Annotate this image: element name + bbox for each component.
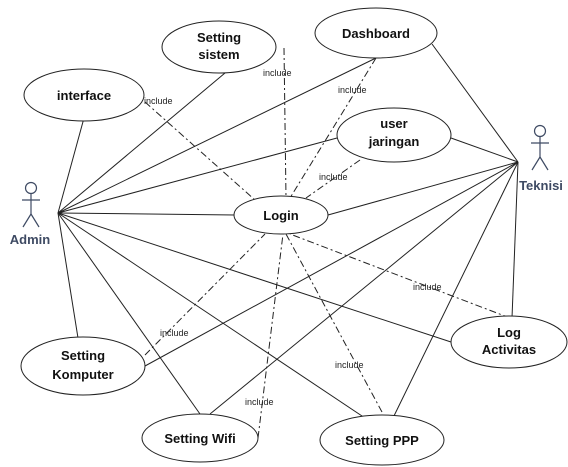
assoc-admin-login bbox=[57, 212, 236, 216]
usecase-log-activitas-label-line2: Activitas bbox=[482, 342, 536, 357]
include-label-setting-sistem: include bbox=[263, 68, 292, 78]
usecase-setting-sistem-label-line1: Setting bbox=[197, 30, 241, 45]
admin-associations bbox=[57, 57, 452, 421]
include-label-setting-komputer: include bbox=[160, 328, 189, 338]
include-setting-sistem-login bbox=[283, 47, 287, 199]
usecase-dashboard-label: Dashboard bbox=[342, 26, 410, 41]
actor-teknisi-label: Teknisi bbox=[519, 178, 563, 193]
usecase-setting-sistem-ellipse[interactable] bbox=[161, 20, 277, 74]
usecase-setting-wifi-label: Setting Wifi bbox=[164, 431, 235, 446]
assoc-admin-setting-wifi bbox=[57, 212, 201, 415]
assoc-admin-setting-sistem bbox=[57, 72, 226, 214]
usecase-login-label: Login bbox=[263, 208, 298, 223]
usecase-user-jaringan-label-line1: user bbox=[380, 116, 407, 131]
usecase-setting-ppp-label: Setting PPP bbox=[345, 433, 419, 448]
usecase-log-activitas-label-line1: Log bbox=[497, 325, 521, 340]
assoc-teknisi-setting-komputer bbox=[144, 161, 519, 367]
actor-admin[interactable] bbox=[22, 181, 40, 228]
usecase-setting-komputer-label-line1: Setting bbox=[61, 348, 105, 363]
include-log-activitas-login bbox=[289, 233, 511, 319]
actor-admin-head-icon bbox=[24, 181, 38, 195]
assoc-admin-dashboard bbox=[57, 57, 377, 214]
actor-admin-leg-left bbox=[22, 213, 32, 228]
actor-admin-label: Admin bbox=[10, 232, 51, 247]
usecase-dashboard-ellipse[interactable] bbox=[314, 7, 438, 59]
usecase-interface-ellipse[interactable] bbox=[23, 68, 145, 122]
usecase-setting-komputer-ellipse[interactable] bbox=[20, 336, 146, 396]
assoc-admin-setting-komputer bbox=[57, 212, 79, 339]
actor-teknisi-head-icon bbox=[533, 124, 547, 138]
usecase-interface-label: interface bbox=[57, 88, 111, 103]
include-label-dashboard: include bbox=[338, 85, 367, 95]
usecase-user-jaringan-ellipse[interactable] bbox=[336, 107, 452, 163]
include-label-setting-ppp: include bbox=[335, 360, 364, 370]
usecase-user-jaringan-label-line2: jaringan bbox=[368, 134, 420, 149]
include-label-log-activitas: include bbox=[413, 282, 442, 292]
assoc-teknisi-dashboard bbox=[431, 43, 519, 163]
include-label-interface: include bbox=[144, 96, 173, 106]
assoc-teknisi-setting-wifi bbox=[209, 161, 519, 415]
include-dependencies bbox=[144, 47, 511, 439]
assoc-teknisi-login bbox=[327, 161, 519, 216]
usecase-setting-wifi-ellipse[interactable] bbox=[141, 413, 259, 463]
usecase-log-activitas-ellipse[interactable] bbox=[450, 315, 568, 369]
assoc-teknisi-setting-ppp bbox=[391, 161, 519, 421]
usecase-setting-sistem-label-line2: sistem bbox=[198, 47, 239, 62]
include-setting-wifi-login bbox=[257, 233, 284, 439]
include-interface-login bbox=[144, 101, 256, 201]
actor-teknisi[interactable] bbox=[531, 124, 549, 171]
actor-admin-leg-right bbox=[30, 213, 40, 228]
use-cases bbox=[20, 7, 568, 466]
use-case-labels: interface Setting sistem Dashboard user … bbox=[52, 26, 536, 448]
actor-teknisi-leg-right bbox=[539, 156, 549, 171]
actor-teknisi-leg-left bbox=[531, 156, 541, 171]
include-dashboard-login bbox=[289, 57, 377, 199]
assoc-admin-interface bbox=[57, 117, 85, 214]
include-user-jaringan-login bbox=[305, 159, 361, 199]
usecase-setting-komputer-label-line2: Komputer bbox=[52, 367, 113, 382]
include-label-setting-wifi: include bbox=[245, 397, 274, 407]
include-setting-komputer-login bbox=[144, 233, 266, 356]
assoc-teknisi-user-jaringan bbox=[450, 137, 519, 163]
assoc-admin-log-activitas bbox=[57, 212, 452, 343]
usecase-login-ellipse[interactable] bbox=[233, 195, 329, 235]
usecase-setting-ppp-ellipse[interactable] bbox=[319, 414, 445, 466]
assoc-admin-setting-ppp bbox=[57, 212, 369, 421]
assoc-admin-user-jaringan bbox=[57, 137, 338, 214]
include-label-user-jaringan: include bbox=[319, 172, 348, 182]
include-setting-ppp-login bbox=[285, 233, 383, 413]
include-labels: include include include include include … bbox=[144, 68, 442, 407]
assoc-teknisi-log-activitas bbox=[511, 161, 519, 319]
teknisi-associations bbox=[144, 43, 519, 421]
